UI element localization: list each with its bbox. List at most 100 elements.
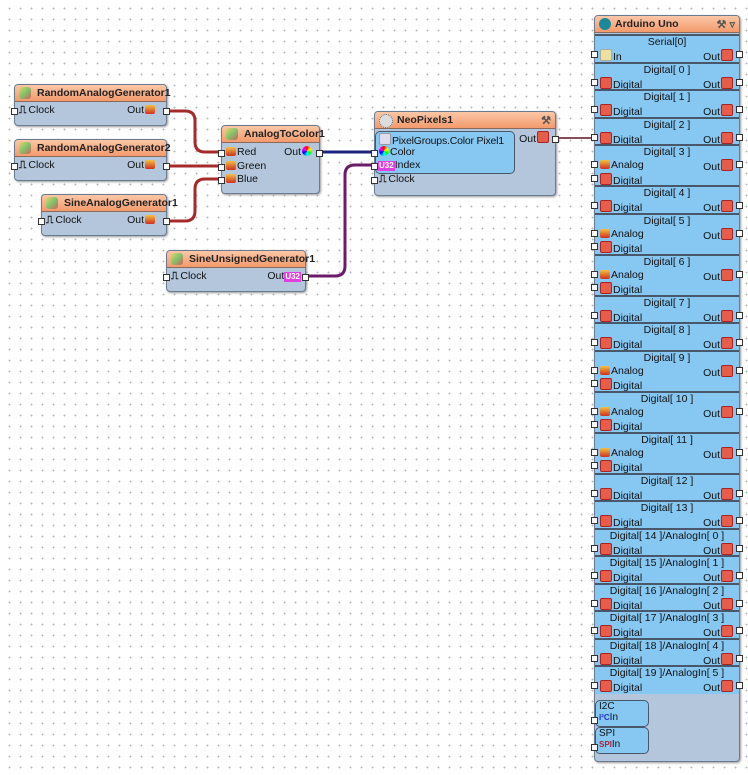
color-pin[interactable] (371, 150, 378, 157)
random-analog-generator-1[interactable]: RandomAnalogGenerator1 ⎍Clock Out (11, 84, 171, 126)
out-pin[interactable] (736, 489, 743, 497)
input-pin[interactable] (591, 682, 598, 689)
spi-section[interactable]: SPI SPIIn (595, 727, 649, 754)
out-pin[interactable] (736, 106, 743, 113)
input-pin[interactable] (591, 106, 598, 113)
out-pin[interactable] (736, 544, 743, 552)
out-pin[interactable] (552, 136, 559, 143)
input-pin[interactable] (591, 599, 598, 607)
input-pin[interactable] (591, 380, 598, 387)
out-pin[interactable] (736, 339, 743, 346)
out-pin[interactable] (736, 627, 743, 634)
input-pin[interactable] (591, 448, 598, 456)
input-pin[interactable] (591, 339, 598, 346)
out-pin[interactable] (736, 448, 743, 456)
out-pin[interactable] (736, 133, 743, 141)
input-pin[interactable] (591, 311, 598, 319)
clock-pin[interactable] (163, 274, 170, 281)
out-pin[interactable] (736, 311, 743, 319)
index-pin[interactable] (371, 163, 378, 170)
input-pin[interactable] (591, 78, 598, 86)
input-pin[interactable] (591, 202, 598, 209)
analog-to-color-1[interactable]: AnalogToColor1 Red Green Blue Out (218, 125, 325, 194)
out-pin[interactable] (163, 218, 170, 225)
out-pin[interactable] (736, 78, 743, 86)
i2c-in-pin[interactable] (591, 717, 598, 724)
input-pin[interactable] (591, 654, 598, 662)
tools-icon[interactable]: ⚒ ▿ (716, 19, 735, 31)
clock-pin[interactable] (11, 163, 18, 170)
input-pin[interactable] (591, 572, 598, 579)
input-pin[interactable] (591, 229, 598, 237)
out-pin[interactable] (736, 517, 743, 524)
out-pin[interactable] (736, 161, 743, 168)
input-pin[interactable] (591, 174, 598, 182)
input-pin[interactable] (591, 627, 598, 634)
out-pin[interactable] (736, 229, 743, 237)
input-pin[interactable] (591, 407, 598, 415)
out-pin[interactable] (736, 202, 743, 209)
random-analog-generator-2[interactable]: RandomAnalogGenerator2 ⎍Clock Out (11, 139, 171, 181)
input-pin[interactable] (591, 284, 598, 291)
input-pin[interactable] (591, 161, 598, 168)
blue-pin[interactable] (218, 177, 225, 184)
input-pin[interactable] (591, 544, 598, 552)
out-pin[interactable] (736, 407, 743, 415)
input-pin[interactable] (591, 421, 598, 428)
input-pin[interactable] (591, 462, 598, 469)
red-pin[interactable] (218, 150, 225, 157)
out-pin[interactable] (736, 51, 743, 58)
digital-out-icon (721, 625, 733, 637)
tools-icon[interactable]: ⚒ (541, 115, 551, 127)
out-pin[interactable] (163, 163, 170, 170)
neopixels-1[interactable]: NeoPixels1⚒ PixelGroups.Color Pixel1 Col… (371, 111, 559, 196)
out-pin[interactable] (736, 270, 743, 278)
spi-in-pin[interactable] (591, 744, 598, 751)
input-pin[interactable] (591, 489, 598, 497)
out-pin[interactable] (736, 682, 743, 689)
input-pin[interactable] (591, 517, 598, 524)
input-pin[interactable] (591, 366, 598, 374)
input-pin[interactable] (591, 133, 598, 141)
out-pin[interactable] (163, 108, 170, 115)
input-pin[interactable] (591, 243, 598, 250)
sine-unsigned-generator-1[interactable]: SineUnsignedGenerator1 ⎍Clock OutU32 (163, 250, 315, 292)
out-pin[interactable] (736, 654, 743, 662)
input-pin[interactable] (591, 270, 598, 278)
out-pin[interactable] (736, 366, 743, 374)
input-pin[interactable] (591, 51, 598, 58)
pixel-group[interactable]: PixelGroups.Color Pixel1 Color U32Index (375, 131, 515, 174)
clock-pin[interactable] (371, 177, 378, 184)
clock-pin[interactable] (38, 218, 45, 225)
out-pin[interactable] (316, 150, 323, 157)
green-pin[interactable] (218, 164, 225, 171)
out-pin[interactable] (736, 572, 743, 579)
sine-analog-generator-1[interactable]: SineAnalogGenerator1 ⎍Clock Out (38, 194, 178, 236)
i2c-section[interactable]: I2C I²CIn (595, 700, 649, 727)
out-pin[interactable] (736, 599, 743, 607)
out-pin[interactable] (302, 274, 309, 281)
clock-pin[interactable] (11, 108, 18, 115)
